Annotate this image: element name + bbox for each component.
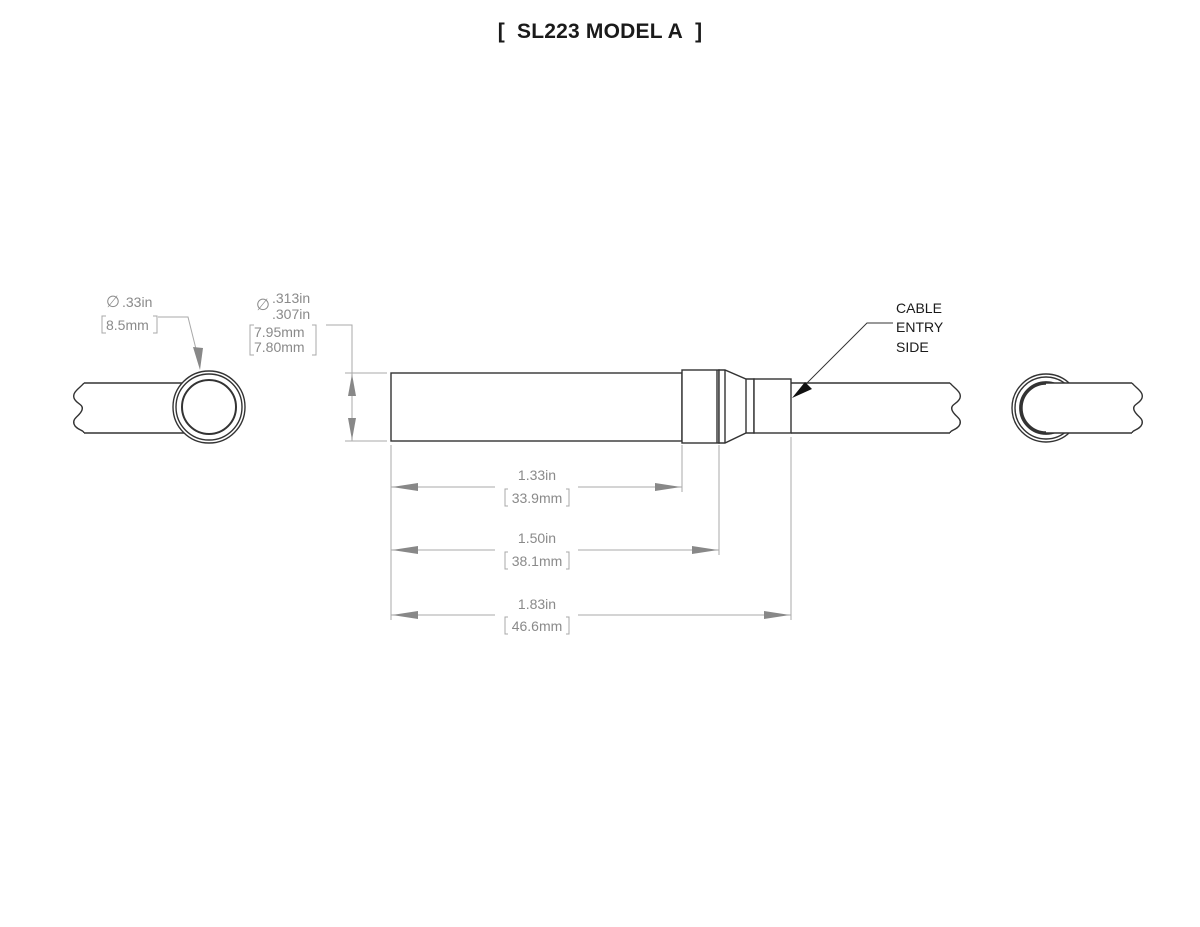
tip-diameter-symbol: ∅ — [256, 297, 270, 314]
connector-collar — [681, 369, 720, 444]
dimension-1-mm: 33.9mm — [512, 490, 563, 506]
dim-arrow-up-icon — [348, 374, 356, 396]
dimension-3-in: 1.83in — [518, 596, 556, 612]
connector-barrel — [390, 372, 683, 442]
left-end-view: ∅ .33in 8.5mm — [72, 294, 246, 444]
tip-diameter-mm-min: 7.80mm — [254, 339, 305, 355]
title-text: SL223 MODEL A — [517, 20, 683, 43]
break-line-end — [1131, 382, 1144, 434]
dimension-3: 1.83in 46.6mm — [391, 596, 791, 635]
callout-line-3: SIDE — [896, 339, 929, 355]
dimension-2: 1.50in 38.1mm — [391, 530, 719, 570]
dim-arrow-down-icon — [348, 418, 356, 440]
diameter-symbol: ∅ — [106, 294, 120, 311]
left-diameter-in: .33in — [122, 294, 152, 310]
callout-line-2: ENTRY — [896, 319, 944, 335]
connector-ferrule — [753, 378, 792, 434]
dimension-1: 1.33in 33.9mm — [391, 467, 682, 507]
callout-arrow-icon — [792, 382, 812, 398]
break-line-left — [72, 382, 85, 434]
callout-line-1: CABLE — [896, 300, 942, 316]
tip-diameter-in-min: .307in — [272, 306, 310, 322]
drawing-title: [ SL223 MODEL A ] — [0, 20, 1200, 44]
tip-diameter-mm-max: 7.95mm — [254, 324, 305, 340]
dimension-3-mm: 46.6mm — [512, 618, 563, 634]
dimension-2-in: 1.50in — [518, 530, 556, 546]
title-open-bracket: [ — [497, 20, 505, 43]
leader-arrow-icon — [193, 347, 203, 370]
break-line-right — [949, 382, 962, 434]
right-end-view — [1011, 373, 1144, 443]
left-diameter-mm: 8.5mm — [106, 317, 149, 333]
dimension-2-mm: 38.1mm — [512, 553, 563, 569]
side-view: ∅ .313in .307in 7.95mm 7.80mm CAB — [249, 290, 962, 635]
tip-diameter-in-max: .313in — [272, 290, 310, 306]
title-close-bracket: ] — [695, 20, 703, 43]
connector-taper — [718, 369, 755, 444]
dimension-1-in: 1.33in — [518, 467, 556, 483]
